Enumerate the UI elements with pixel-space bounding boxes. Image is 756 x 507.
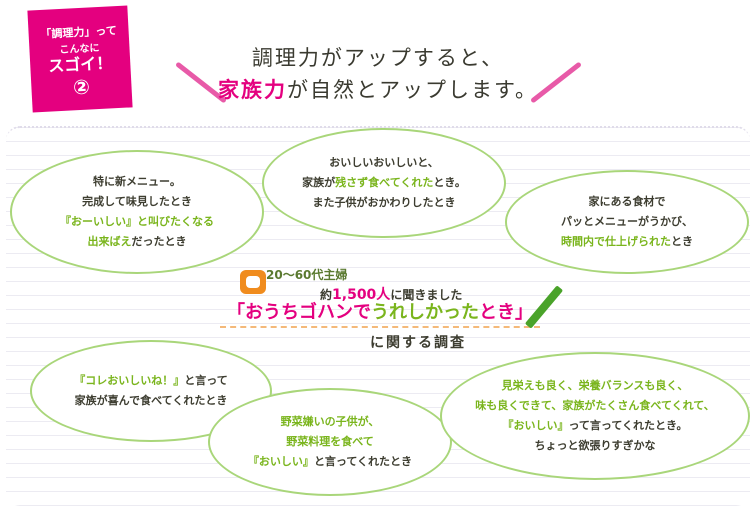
text-segment: 野菜料理を食べて (286, 435, 374, 448)
text-segment: と言ってくれたとき (313, 455, 413, 468)
text-segment: 家族が (302, 176, 336, 189)
text-segment: 野菜嫌いの子供が、 (280, 415, 380, 428)
headline-highlight: 家族力 (218, 78, 288, 102)
text-segment: 『おーいしい』と叫びたくなる (60, 215, 214, 228)
text-segment: 家にある食材で (588, 195, 666, 208)
speech-bubble: 見栄えも良く、栄養バランスも良く、味も良くできて、家族がたくさん食べてくれて、『… (440, 352, 750, 480)
text-segment: だったとき (131, 235, 187, 248)
headline-line2: 家族力が自然とアップします。 (0, 74, 756, 104)
text-segment: とき。 (433, 176, 466, 189)
text-segment: うれしかった (371, 302, 479, 323)
text-segment: 見栄えも良く、栄養バランスも良く、 (501, 379, 689, 392)
text-segment: また子供がおかわりしたとき (312, 196, 456, 209)
text-segment: 特に新メニュー。 (93, 175, 181, 188)
count-suffix: に聞きました (390, 288, 463, 302)
text-segment: パッとメニューがうかび、 (561, 215, 693, 228)
bubble-line: 野菜料理を食べて (286, 432, 374, 452)
count-prefix: 約 (320, 288, 333, 302)
text-segment: 「おうちゴハンで (227, 302, 371, 323)
bubble-line: 野菜嫌いの子供が、 (281, 412, 380, 432)
text-segment: 『コレおいしいね！』 (74, 374, 185, 387)
survey-subtitle: に関する調査 (370, 335, 466, 351)
text-segment: 完成して味見したとき (82, 195, 192, 208)
bubble-line: 味も良くできて、家族がたくさん食べてくれて、 (475, 396, 714, 416)
headline-line1: 調理力がアップすると、 (251, 46, 505, 70)
text-segment: 味も良くできて、家族がたくさん食べてくれて、 (475, 399, 715, 412)
smiley-face-icon (240, 270, 266, 294)
bubble-line: 家族が残さず食べてくれたとき。 (302, 173, 466, 193)
respondent-count: 1,500人 (332, 287, 391, 303)
bubble-line: パッとメニューがうかび、 (561, 212, 693, 232)
text-segment: 『おいしい』 (247, 455, 314, 468)
bubble-line: 家にある食材で (589, 192, 666, 212)
bubble-line: 時間内で仕上げられたとき (561, 232, 693, 252)
survey-title: 「おうちゴハンでうれしかったとき」 (220, 298, 540, 328)
bubble-line: おいしいおいしいと、 (329, 153, 439, 173)
bubble-line: ちょっと欲張りすぎかな (535, 436, 656, 456)
bubble-line: 『おーいしい』と叫びたくなる (60, 212, 214, 232)
text-segment: とき (671, 235, 693, 248)
text-segment: って言ってくれたとき。 (568, 419, 688, 432)
headline-rest: が自然とアップします。 (287, 78, 538, 102)
speech-bubble: おいしいおいしいと、家族が残さず食べてくれたとき。また子供がおかわりしたとき (262, 128, 506, 238)
speech-bubble: 家にある食材でパッとメニューがうかび、時間内で仕上げられたとき (505, 170, 749, 274)
text-segment: おいしいおいしいと、 (329, 156, 439, 169)
bubble-line: 出来ばえだったとき (88, 232, 187, 252)
text-segment: 残さず食べてくれた (335, 176, 434, 189)
text-segment: 時間内で仕上げられた (561, 235, 671, 248)
speech-bubble: 特に新メニュー。完成して味見したとき『おーいしい』と叫びたくなる出来ばえだったと… (10, 150, 264, 274)
bubble-line: 家族が喜んで食べてくれたとき (75, 391, 228, 411)
bubble-line: 特に新メニュー。 (93, 172, 181, 192)
text-segment: 家族が喜んで食べてくれたとき (74, 394, 228, 407)
survey-count-line: 約1,500人に聞きました (320, 284, 462, 304)
text-segment: とき」 (479, 302, 533, 323)
speech-bubble: 野菜嫌いの子供が、野菜料理を食べて『おいしい』と言ってくれたとき (208, 388, 452, 496)
bubble-line: 完成して味見したとき (82, 192, 192, 212)
bubble-line: 『おいしい』って言ってくれたとき。 (502, 416, 687, 436)
bubble-line: また子供がおかわりしたとき (313, 193, 456, 213)
text-segment: 『おいしい』 (502, 419, 569, 432)
bubble-line: 見栄えも良く、栄養バランスも良く、 (502, 376, 689, 396)
text-segment: 出来ばえ (87, 235, 132, 248)
text-segment: ちょっと欲張りすぎかな (534, 439, 656, 452)
text-segment: と言って (184, 374, 228, 387)
survey-title-block: 20〜60代主婦 約1,500人に聞きました 「おうちゴハンでうれしかったとき」… (220, 262, 580, 352)
survey-respondents: 20〜60代主婦 (266, 268, 348, 282)
bubble-line: 『コレおいしいね！』と言って (74, 371, 227, 391)
bubble-line: 『おいしい』と言ってくれたとき (248, 452, 412, 472)
